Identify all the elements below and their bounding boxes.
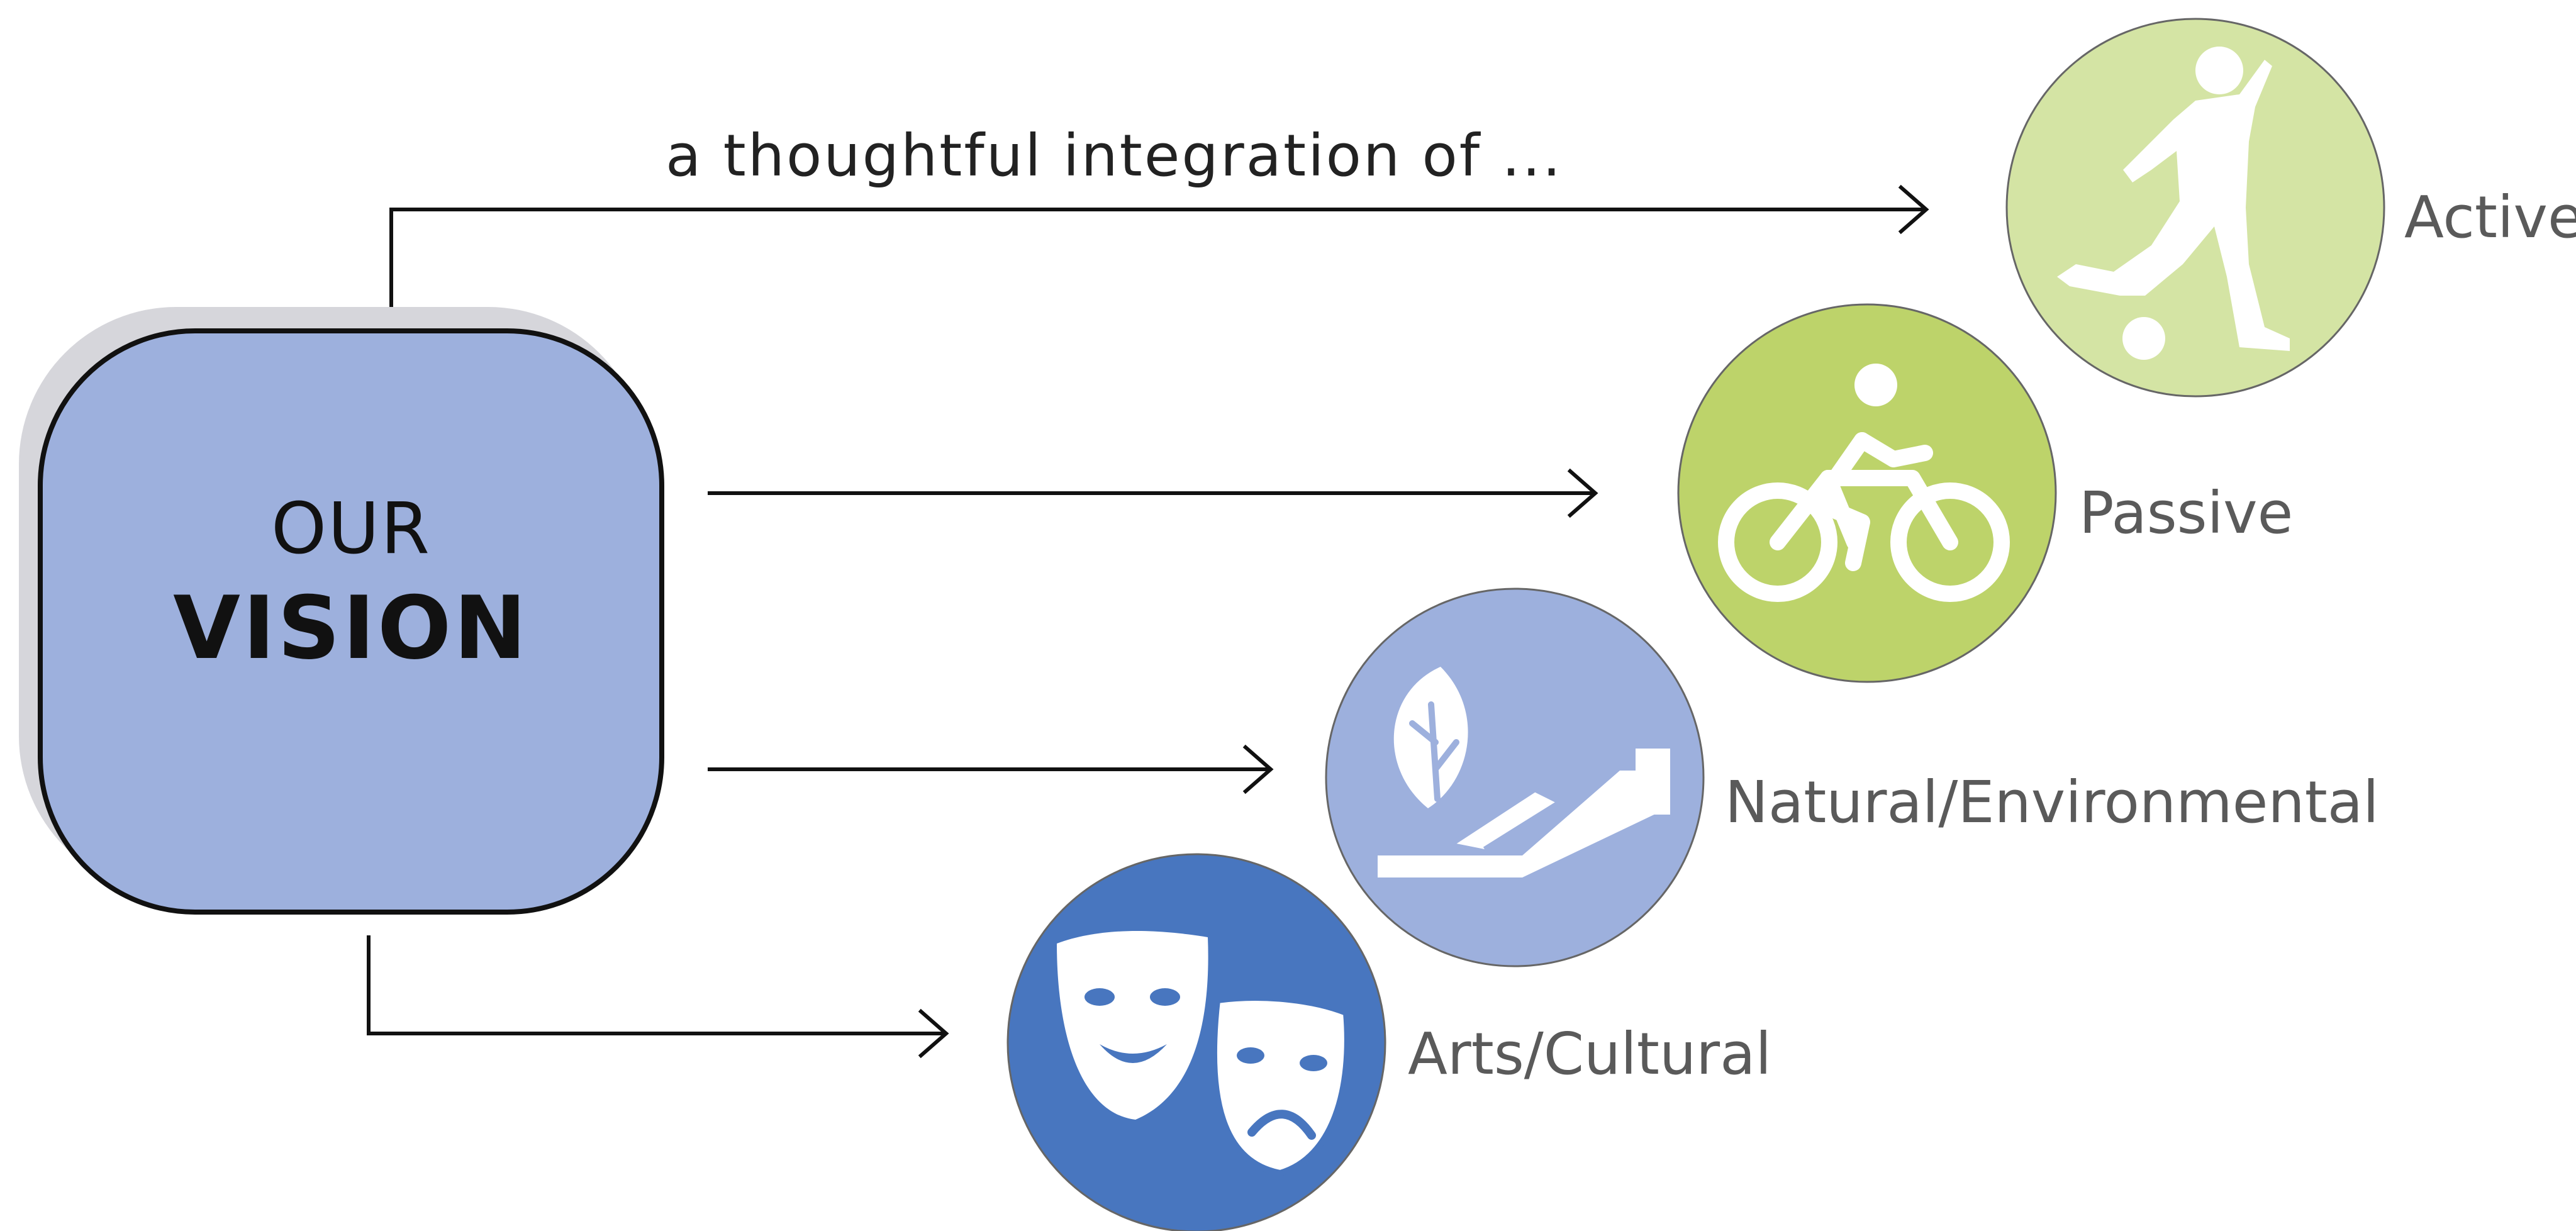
passive-circle: [1677, 303, 2057, 683]
category-label-arts: Arts/Cultural: [1408, 1020, 1772, 1088]
theater-masks-icon: [1057, 931, 1351, 1177]
category-arts: [1006, 853, 1386, 1231]
arrowhead-arts: [918, 1008, 949, 1059]
vision-box: OUR VISION: [38, 328, 664, 915]
arrow-arts: [367, 935, 947, 1035]
category-active: [2005, 18, 2385, 398]
category-passive: [1677, 303, 2057, 683]
soccer-player-icon: [2057, 47, 2290, 360]
category-natural: [1325, 588, 1705, 967]
vision-title-line1: OUR: [271, 488, 431, 570]
arrowhead-passive: [1567, 468, 1598, 518]
category-label-passive: Passive: [2079, 479, 2294, 547]
leaf-in-hand-icon: [1378, 667, 1670, 877]
category-label-natural: Natural/Environmental: [1725, 769, 2379, 836]
arrow-active: [389, 208, 1927, 309]
arrowhead-active: [1898, 184, 1929, 235]
vision-title-line2: VISION: [173, 577, 529, 679]
arrowhead-natural: [1242, 744, 1274, 794]
cyclist-icon: [1718, 432, 2010, 602]
category-label-active: Active: [2404, 184, 2576, 251]
tagline: a thoughtful integration of ...: [666, 122, 1563, 189]
